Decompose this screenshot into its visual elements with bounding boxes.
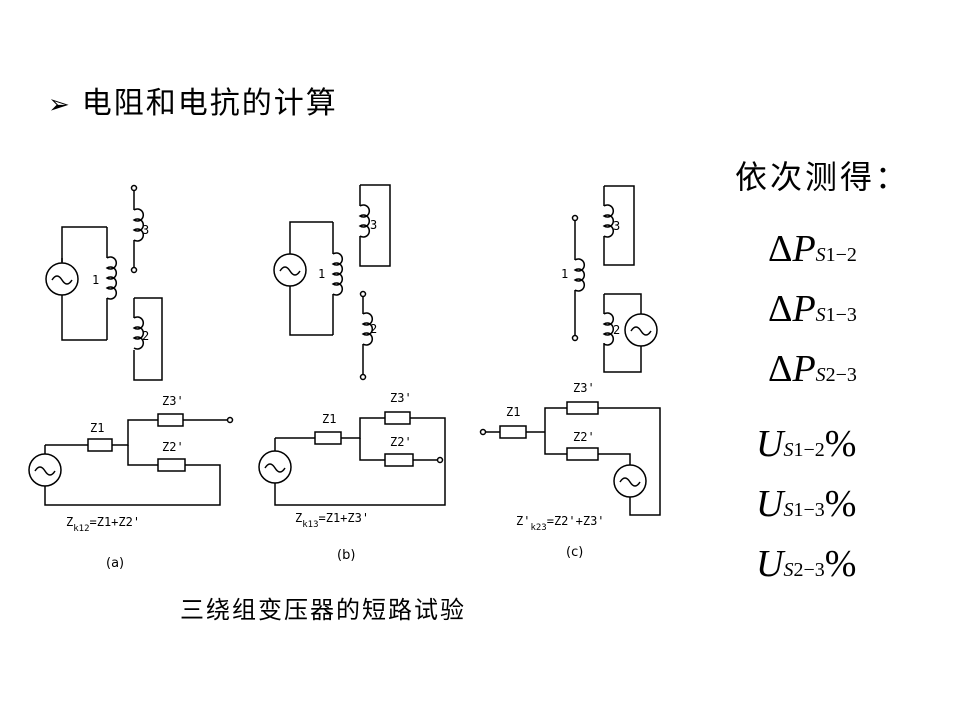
coil-label: 3 (370, 218, 377, 232)
impedance-label: Z1 (506, 405, 520, 419)
diagram-b-label: (b) (337, 548, 355, 563)
voltage-1-3: US1−3% (756, 483, 857, 525)
diagram-c-windings (571, 185, 658, 373)
impedance-label: Z1 (90, 421, 104, 435)
title-text: 电阻和电抗的计算 (81, 86, 338, 121)
power-loss-1-3: ΔPS1−3 (768, 288, 857, 330)
diagram-c-equivalent (479, 401, 661, 516)
coil-label: 2 (142, 329, 149, 343)
diagram-a-windings (45, 184, 163, 381)
coil-label: 3 (142, 223, 149, 237)
slide-title: ➢ 电阻和电抗的计算 (48, 78, 338, 122)
impedance-label: Z2' (390, 435, 412, 449)
impedance-label: Z3' (573, 381, 595, 395)
impedance-label: Z2' (162, 440, 184, 454)
impedance-label: Z1 (322, 412, 336, 426)
coil-label: 2 (370, 322, 377, 336)
formula-a: Zk12=Z1+Z2' (66, 515, 140, 534)
diagram-b-windings (273, 184, 391, 381)
coil-label: 1 (561, 267, 568, 281)
coil-label: 1 (92, 273, 99, 287)
diagram-c-label: (c) (566, 545, 583, 560)
impedance-label: Z3' (390, 391, 412, 405)
formula-b: Zk13=Z1+Z3' (295, 511, 369, 530)
diagram-a-equivalent (28, 413, 234, 506)
impedance-label: Z2' (573, 430, 595, 444)
coil-label: 3 (613, 219, 620, 233)
diagram-a-label: (a) (106, 556, 124, 571)
coil-label: 1 (318, 267, 325, 281)
formula-c: Z'k23=Z2'+Z3' (516, 514, 605, 533)
diagram-b-equivalent (258, 411, 446, 506)
impedance-label: Z3' (162, 394, 184, 408)
power-loss-1-2: ΔPS1−2 (768, 228, 857, 270)
coil-label: 2 (613, 323, 620, 337)
voltage-1-2: US1−2% (756, 423, 857, 465)
voltage-2-3: US2−3% (756, 543, 857, 585)
measured-label: 依次测得： (735, 158, 911, 196)
figure-caption: 三绕组变压器的短路试验 (180, 596, 466, 624)
bullet-arrow-icon: ➢ (48, 90, 72, 120)
short-circuit-diagrams: 1 3 2 Z1 Z3' Z2' Zk12=Z1+Z2' (a) (28, 184, 661, 571)
power-loss-2-3: ΔPS2−3 (768, 348, 857, 390)
